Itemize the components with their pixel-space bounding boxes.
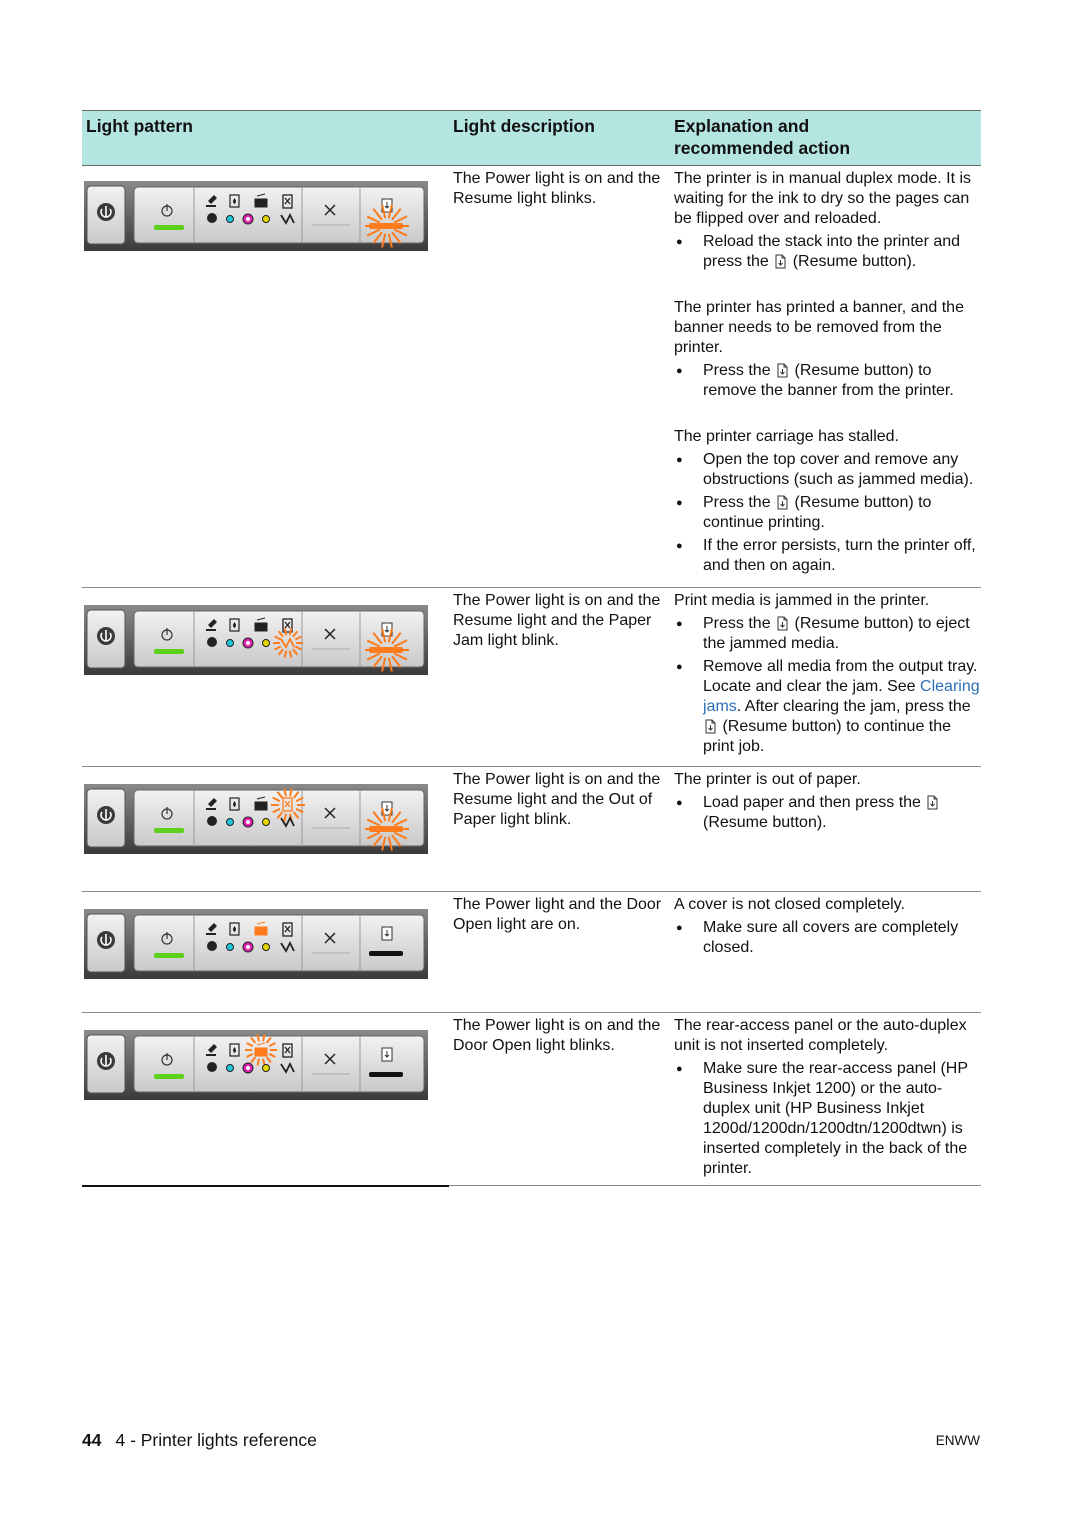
page-number: 44	[82, 1430, 102, 1450]
action-bullet: ●Remove all media from the output tray. …	[676, 658, 980, 755]
resume-button-icon	[927, 795, 938, 810]
action-bullet: ●Reload the stack into the printer and p…	[676, 233, 961, 270]
table-bottom-rule-right	[449, 1185, 981, 1186]
light-pattern-panel	[84, 784, 428, 859]
light-description: The Power light and the Door Open light …	[453, 896, 662, 933]
explanation: Print media is jammed in the printer. ●Pr…	[674, 591, 984, 760]
clearing-jams-link[interactable]: Clearing jams	[703, 678, 980, 715]
explanation: The printer is in manual duplex mode. It…	[674, 169, 984, 579]
resume-button-icon	[777, 616, 788, 631]
light-pattern-panel	[84, 181, 428, 256]
bullet-icon: ●	[676, 365, 683, 377]
table-row: The Power light is on and the Resume lig…	[82, 766, 981, 892]
table-row: The Power light is on and the Resume lig…	[82, 165, 981, 588]
action-bullet: ●Press the (Resume button) to remove the…	[676, 362, 954, 399]
explanation-text: The printer is in manual duplex mode. It…	[674, 170, 972, 227]
action-bullet: ●Open the top cover and remove any obstr…	[676, 451, 974, 488]
table-header: Light pattern Light description Explanat…	[82, 110, 981, 166]
bullet-icon: ●	[676, 661, 683, 673]
footer-enww: ENWW	[935, 1433, 980, 1448]
table-bottom-rule	[82, 1185, 449, 1187]
light-pattern-panel	[84, 1030, 428, 1105]
resume-button-icon	[777, 495, 788, 510]
explanation-text: Print media is jammed in the printer.	[674, 592, 930, 609]
explanation-text: The printer has printed a banner, and th…	[674, 299, 964, 356]
action-bullet: ●Press the (Resume button) to eject the …	[676, 615, 970, 652]
bullet-icon: ●	[676, 618, 683, 630]
action-bullet: ●Make sure the rear-access panel (HP Bus…	[676, 1060, 968, 1177]
light-description: The Power light is on and the Resume lig…	[453, 771, 661, 828]
bullet-icon: ●	[676, 454, 683, 466]
page-footer: 44 4 - Printer lights reference	[82, 1430, 317, 1451]
printer-lights-table: Light pattern Light description Explanat…	[82, 110, 981, 1177]
light-pattern-panel	[84, 605, 428, 680]
explanation: The rear-access panel or the auto-duplex…	[674, 1016, 984, 1182]
explanation-text: The rear-access panel or the auto-duplex…	[674, 1017, 967, 1054]
action-bullet: ●Make sure all covers are completely clo…	[676, 919, 959, 956]
control-panel-illustration	[84, 181, 428, 251]
action-bullet: ●Load paper and then press the (Resume b…	[674, 793, 984, 833]
explanation-text: A cover is not closed completely.	[674, 896, 905, 913]
control-panel-illustration	[84, 784, 428, 854]
bullet-icon: ●	[676, 922, 683, 934]
table-row: The Power light and the Door Open light …	[82, 891, 981, 1013]
light-description: The Power light is on and the Resume lig…	[453, 592, 661, 649]
light-pattern-panel	[84, 909, 428, 984]
bullet-icon: ●	[676, 1063, 683, 1075]
explanation-text: The printer carriage has stalled.	[674, 428, 899, 445]
header-explanation: Explanation and recommended action	[674, 116, 851, 158]
bullet-icon: ●	[676, 497, 683, 509]
resume-button-icon	[777, 363, 788, 378]
section-title: 4 - Printer lights reference	[115, 1430, 317, 1450]
header-light-description: Light description	[453, 116, 595, 136]
bullet-icon: ●	[676, 236, 683, 248]
explanation-text: The printer is out of paper.	[674, 771, 861, 788]
resume-button-icon	[775, 254, 786, 269]
table-row: The Power light is on and the Door Open …	[82, 1012, 981, 1186]
explanation: The printer is out of paper. ●Load paper …	[674, 770, 984, 836]
action-bullet: ●If the error persists, turn the printer…	[676, 537, 976, 574]
control-panel-illustration	[84, 605, 428, 675]
light-description: The Power light is on and the Resume lig…	[453, 170, 661, 207]
bullet-icon: ●	[676, 797, 683, 809]
header-light-pattern: Light pattern	[86, 116, 193, 136]
bullet-icon: ●	[676, 540, 683, 552]
resume-button-icon	[705, 719, 716, 734]
control-panel-illustration	[84, 909, 428, 979]
control-panel-illustration	[84, 1030, 428, 1100]
action-bullet: ●Press the (Resume button) to continue p…	[676, 494, 932, 531]
explanation: A cover is not closed completely. ●Make s…	[674, 895, 984, 961]
table-row: The Power light is on and the Resume lig…	[82, 587, 981, 767]
light-description: The Power light is on and the Door Open …	[453, 1017, 661, 1054]
